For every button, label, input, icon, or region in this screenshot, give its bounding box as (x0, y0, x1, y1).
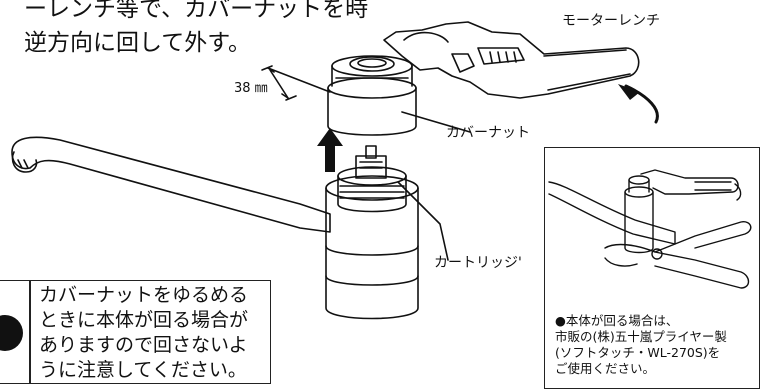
motor-wrench (383, 21, 640, 99)
cartridge-leader (397, 181, 449, 261)
inset-panel: ●本体が回る場合は、 市販の(株)五十嵐プライヤー製 (ソフトタッチ・WL-27… (544, 147, 760, 389)
faucet-body (325, 187, 419, 320)
cartridge-label: カートリッジ' (434, 255, 522, 271)
cover-nut-label: カバーナット (446, 125, 530, 141)
header-instruction: ーレンチ等で、カバーナットを時 逆方向に回して外す。 (24, 0, 369, 56)
pliers-illustration (548, 169, 752, 289)
inset-note: ●本体が回る場合は、 市販の(株)五十嵐プライヤー製 (ソフトタッチ・WL-27… (555, 313, 727, 376)
up-arrow (317, 128, 343, 172)
caution-icon (0, 315, 23, 351)
motor-wrench-label: モーターレンチ (562, 13, 660, 29)
dimension-label: 38 ㎜ (234, 81, 268, 96)
cover-nut (327, 55, 417, 136)
caution-box: カバーナットをゆるめる ときに本体が回る場合が ありますので回さないよ うに注意… (0, 280, 271, 384)
cartridge (337, 145, 407, 213)
spout-nozzle (11, 151, 38, 173)
caution-divider (29, 281, 31, 383)
caution-text: カバーナットをゆるめる ときに本体が回る場合が ありますので回さないよ うに注意… (39, 284, 249, 381)
dimension-line (261, 65, 331, 101)
cover-nut-leader (401, 111, 471, 133)
faucet-spout (11, 136, 331, 233)
